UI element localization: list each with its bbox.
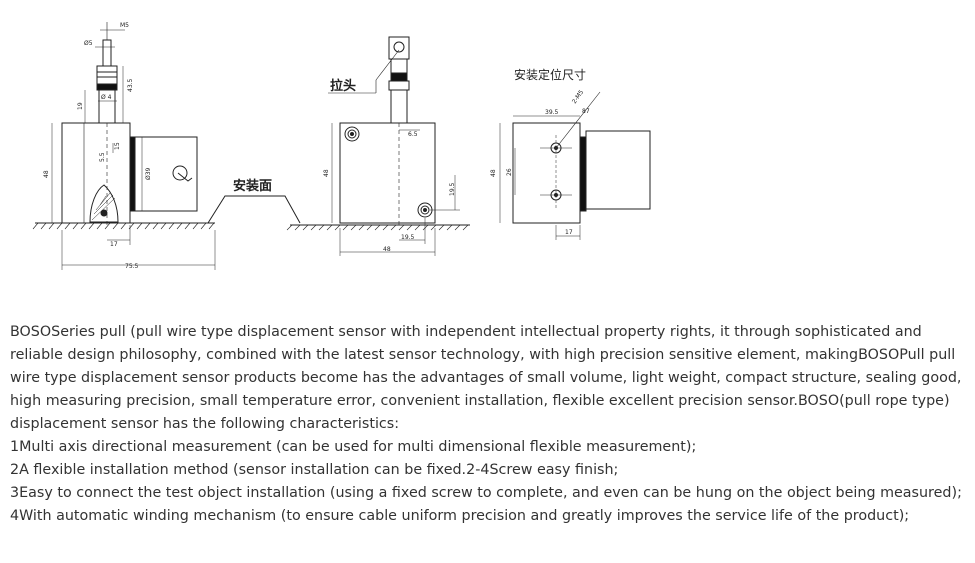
dim-6-5: 6.5 (408, 131, 418, 138)
feature-item-3: 3Easy to connect the test object install… (10, 485, 962, 501)
dim-48: 48 (43, 170, 50, 178)
dim-87: 87 (582, 108, 590, 115)
dim-48-h: 48 (383, 246, 391, 253)
feature-item-2: 2A flexible installation method (sensor … (10, 462, 619, 478)
dim-17: 17 (110, 241, 118, 248)
front-view-dims: 拉头 6.5 48 19.5 19.5 48 (323, 78, 456, 253)
dim-26: 26 (506, 168, 513, 176)
description: BOSOSeries pull (pull wire type displace… (10, 321, 965, 528)
dim-39-5: 39.5 (545, 109, 559, 116)
dim-phi5: Ø5 (84, 40, 93, 47)
side-view (32, 22, 216, 270)
front-view (328, 36, 460, 256)
technical-drawing: M5 Ø5 19 Ø 4 43.5 5.5 15 48 Ø39 17 75.5 … (32, 22, 651, 270)
label-mount-position: 安装定位尺寸 (514, 67, 586, 82)
dim-15: 15 (114, 142, 121, 150)
dim-17: 17 (565, 229, 573, 236)
dim-phi4: Ø 4 (101, 94, 112, 101)
label-mount-surface: 安装面 (233, 178, 272, 194)
feature-item-1: 1Multi axis directional measurement (can… (10, 439, 697, 455)
dim-phi39: Ø39 (145, 167, 152, 180)
dim-43-5: 43.5 (127, 78, 134, 92)
mount-view (499, 91, 651, 240)
dim-m5: M5 (120, 22, 129, 29)
mount-view-dims: 安装定位尺寸 39.5 2-M5 87 48 26 17 (490, 67, 590, 236)
dim-48: 48 (490, 169, 497, 177)
mount-surface (207, 195, 470, 231)
dim-19-5-h: 19.5 (401, 234, 415, 241)
dim-2-m5: 2-M5 (571, 89, 585, 105)
dim-75-5: 75.5 (125, 263, 139, 270)
label-pull-head: 拉头 (330, 78, 356, 94)
dim-5-5: 5.5 (99, 152, 106, 162)
dim-48-v: 48 (323, 169, 330, 177)
feature-item-4: 4With automatic winding mechanism (to en… (10, 508, 910, 524)
dim-19: 19 (77, 102, 84, 110)
dim-19-5-v: 19.5 (449, 182, 456, 196)
side-view-dims: M5 Ø5 19 Ø 4 43.5 5.5 15 48 Ø39 17 75.5 (43, 22, 152, 270)
description-paragraph: BOSOSeries pull (pull wire type displace… (10, 324, 962, 432)
